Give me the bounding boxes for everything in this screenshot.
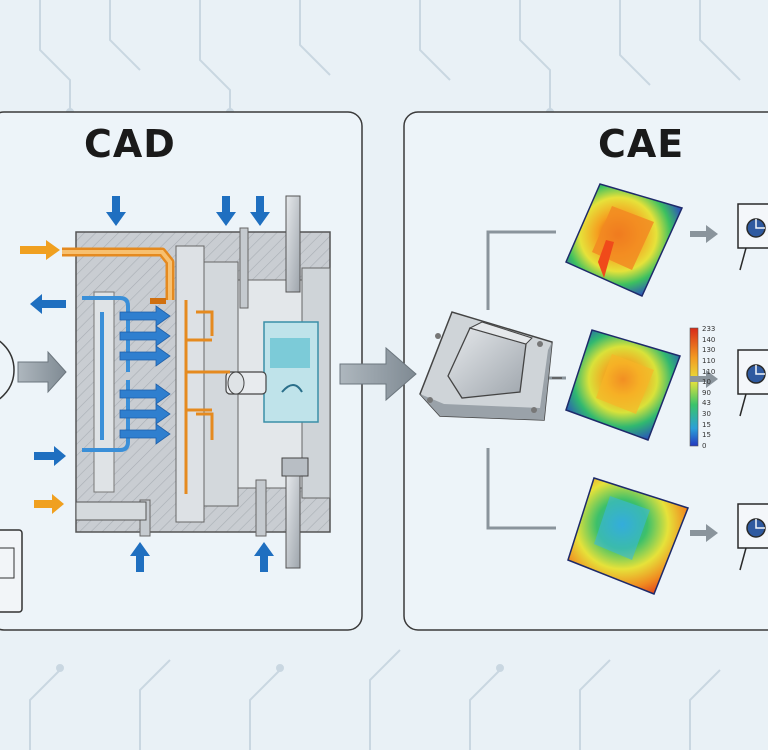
legend-tick-label: 130	[702, 346, 716, 355]
transition-arrow-icon	[339, 346, 417, 402]
legend-tick-label: 10	[702, 378, 711, 387]
input-arrow-icon	[17, 350, 67, 394]
partial-gauge-icon	[0, 340, 15, 400]
mold-block-icon	[419, 311, 553, 421]
legend-tick-label: 30	[702, 410, 711, 419]
flow-arrow-icon	[30, 196, 274, 572]
legend-tick-label: 15	[702, 420, 711, 429]
color-legend-bar	[689, 327, 699, 447]
output-arrow-icon	[690, 225, 718, 542]
cad-title: CAD	[84, 122, 176, 166]
legend-tick-label: 15	[702, 431, 711, 440]
legend-tick-label: 43	[702, 399, 711, 408]
legend-tick-label: 233	[702, 325, 716, 333]
cae-title: CAE	[598, 122, 685, 166]
cooling-flow-arrows	[119, 305, 171, 445]
legend-tick-label: 0	[702, 442, 707, 450]
legend-tick-label: 140	[702, 335, 716, 344]
mold-cross-section	[62, 195, 331, 569]
legend-tick-label: 110	[702, 356, 716, 365]
legend-tick-label: 110	[702, 367, 716, 376]
legend-tick-label: 90	[702, 388, 711, 397]
heatmap-part-bottom	[567, 477, 689, 595]
inlet-arrow-icon	[20, 240, 64, 514]
monitor-icon	[0, 529, 23, 613]
chart-board-icon	[737, 203, 768, 571]
heatmap-part-middle	[565, 329, 681, 441]
heatmap-part-top	[565, 183, 684, 297]
